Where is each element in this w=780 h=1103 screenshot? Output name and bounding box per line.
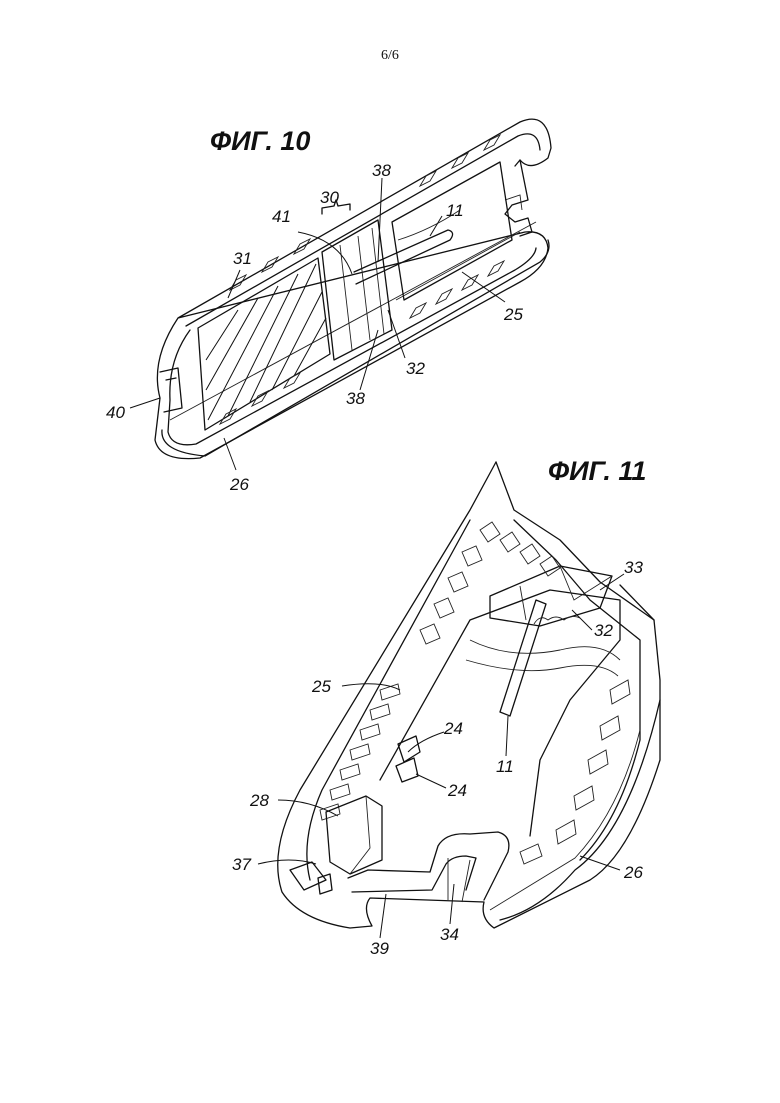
fig10-leader-lines <box>130 178 505 470</box>
fig11-bottom-shell <box>500 700 660 920</box>
figure-11-drawing: 33 32 25 24 11 24 28 37 26 39 34 <box>232 462 660 958</box>
fig10-label-32: 32 <box>406 359 425 378</box>
fig10-label-40: 40 <box>106 403 125 422</box>
fig10-label-31: 31 <box>233 249 252 268</box>
fig11-housing-outer <box>278 462 660 928</box>
fig11-front-block <box>326 796 382 874</box>
fig11-clips <box>396 736 420 782</box>
fig11-label-28: 28 <box>249 791 269 810</box>
fig10-label-30: 30 <box>320 188 339 207</box>
fig11-label-26: 26 <box>623 863 643 882</box>
fig11-label-32: 32 <box>594 621 613 640</box>
fig11-inner-floor <box>380 590 620 836</box>
fig10-label-26: 26 <box>229 475 249 494</box>
fig10-label-11: 11 <box>446 201 464 220</box>
figure-10-drawing: 30 38 41 11 31 25 32 38 40 26 <box>106 119 551 494</box>
fig10-label-38-bottom: 38 <box>346 389 365 408</box>
fig11-label-11: 11 <box>496 757 514 776</box>
fig10-label-38-top: 38 <box>372 161 391 180</box>
fig10-right-compartment <box>392 162 512 300</box>
fig10-label-25: 25 <box>503 305 523 324</box>
fig11-label-39: 39 <box>370 939 389 958</box>
fig11-side-ribs <box>320 684 400 820</box>
fig11-label-34: 34 <box>440 925 459 944</box>
fig11-right-ribs <box>520 680 630 864</box>
fig10-central-module <box>322 220 392 360</box>
fig11-label-33: 33 <box>624 558 643 577</box>
fig11-label-25: 25 <box>311 677 331 696</box>
fig10-label-41: 41 <box>272 207 291 226</box>
fig11-housing-inner <box>307 520 640 880</box>
fig11-label-24-top: 24 <box>443 719 463 738</box>
fig11-rod <box>500 600 546 716</box>
fig11-label-24-bottom: 24 <box>447 781 467 800</box>
fig11-leader-lines <box>258 574 624 938</box>
fig11-label-37: 37 <box>232 855 251 874</box>
